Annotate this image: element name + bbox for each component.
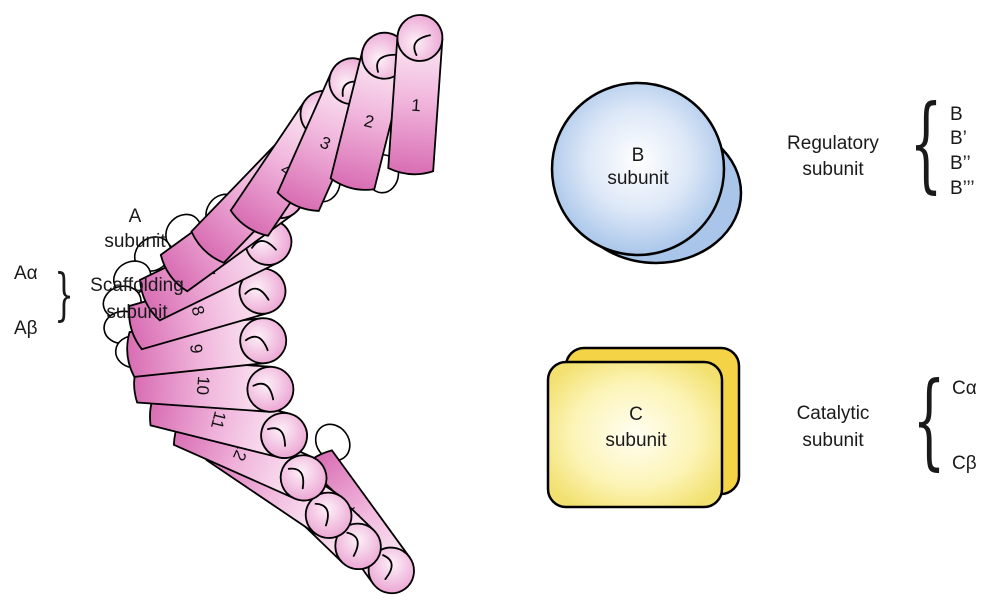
c-subunit-title: C: [629, 404, 643, 425]
c-subunit-role: Catalytic: [797, 403, 870, 424]
b-subunit-title-line2: subunit: [607, 168, 669, 189]
c-isoform-brace: {: [912, 361, 945, 481]
b-subunit-labels: Regulatory subunit { B B’ B’’ B’’’: [787, 84, 975, 204]
a-subunit-title: A: [129, 206, 142, 227]
heat-repeat-number: 10: [193, 375, 213, 395]
heat-repeat-number: 9: [186, 343, 206, 354]
c-subunit-title-line2: subunit: [605, 430, 667, 451]
a-isoform-brace: }: [54, 262, 74, 328]
heat-repeat-number: 1: [411, 96, 422, 116]
b-isoform-1: B: [950, 104, 963, 125]
a-subunit-title-line2: subunit: [104, 231, 166, 252]
c-subunit-labels: Catalytic subunit { Cα Cβ: [797, 361, 977, 481]
b-subunit: B subunit: [552, 83, 741, 263]
b-subunit-role-line2: subunit: [802, 159, 864, 180]
a-isoform-alpha: Aα: [14, 263, 38, 284]
b-isoform-2: B’: [950, 128, 967, 149]
a-isoform-beta: Aβ: [14, 318, 38, 339]
b-isoform-3: B’’: [950, 153, 971, 174]
b-isoform-brace: {: [909, 84, 942, 204]
c-isoform-alpha: Cα: [952, 378, 977, 399]
c-isoform-beta: Cβ: [952, 453, 977, 474]
c-subunit-role-line2: subunit: [802, 430, 864, 451]
a-subunit-role: Scaffolding: [90, 275, 184, 296]
a-subunit-role-line2: subunit: [106, 302, 168, 323]
b-subunit-role: Regulatory: [787, 133, 879, 154]
b-subunit-title: B: [632, 145, 645, 166]
c-subunit: C subunit: [548, 348, 739, 507]
b-isoform-4: B’’’: [950, 178, 975, 199]
